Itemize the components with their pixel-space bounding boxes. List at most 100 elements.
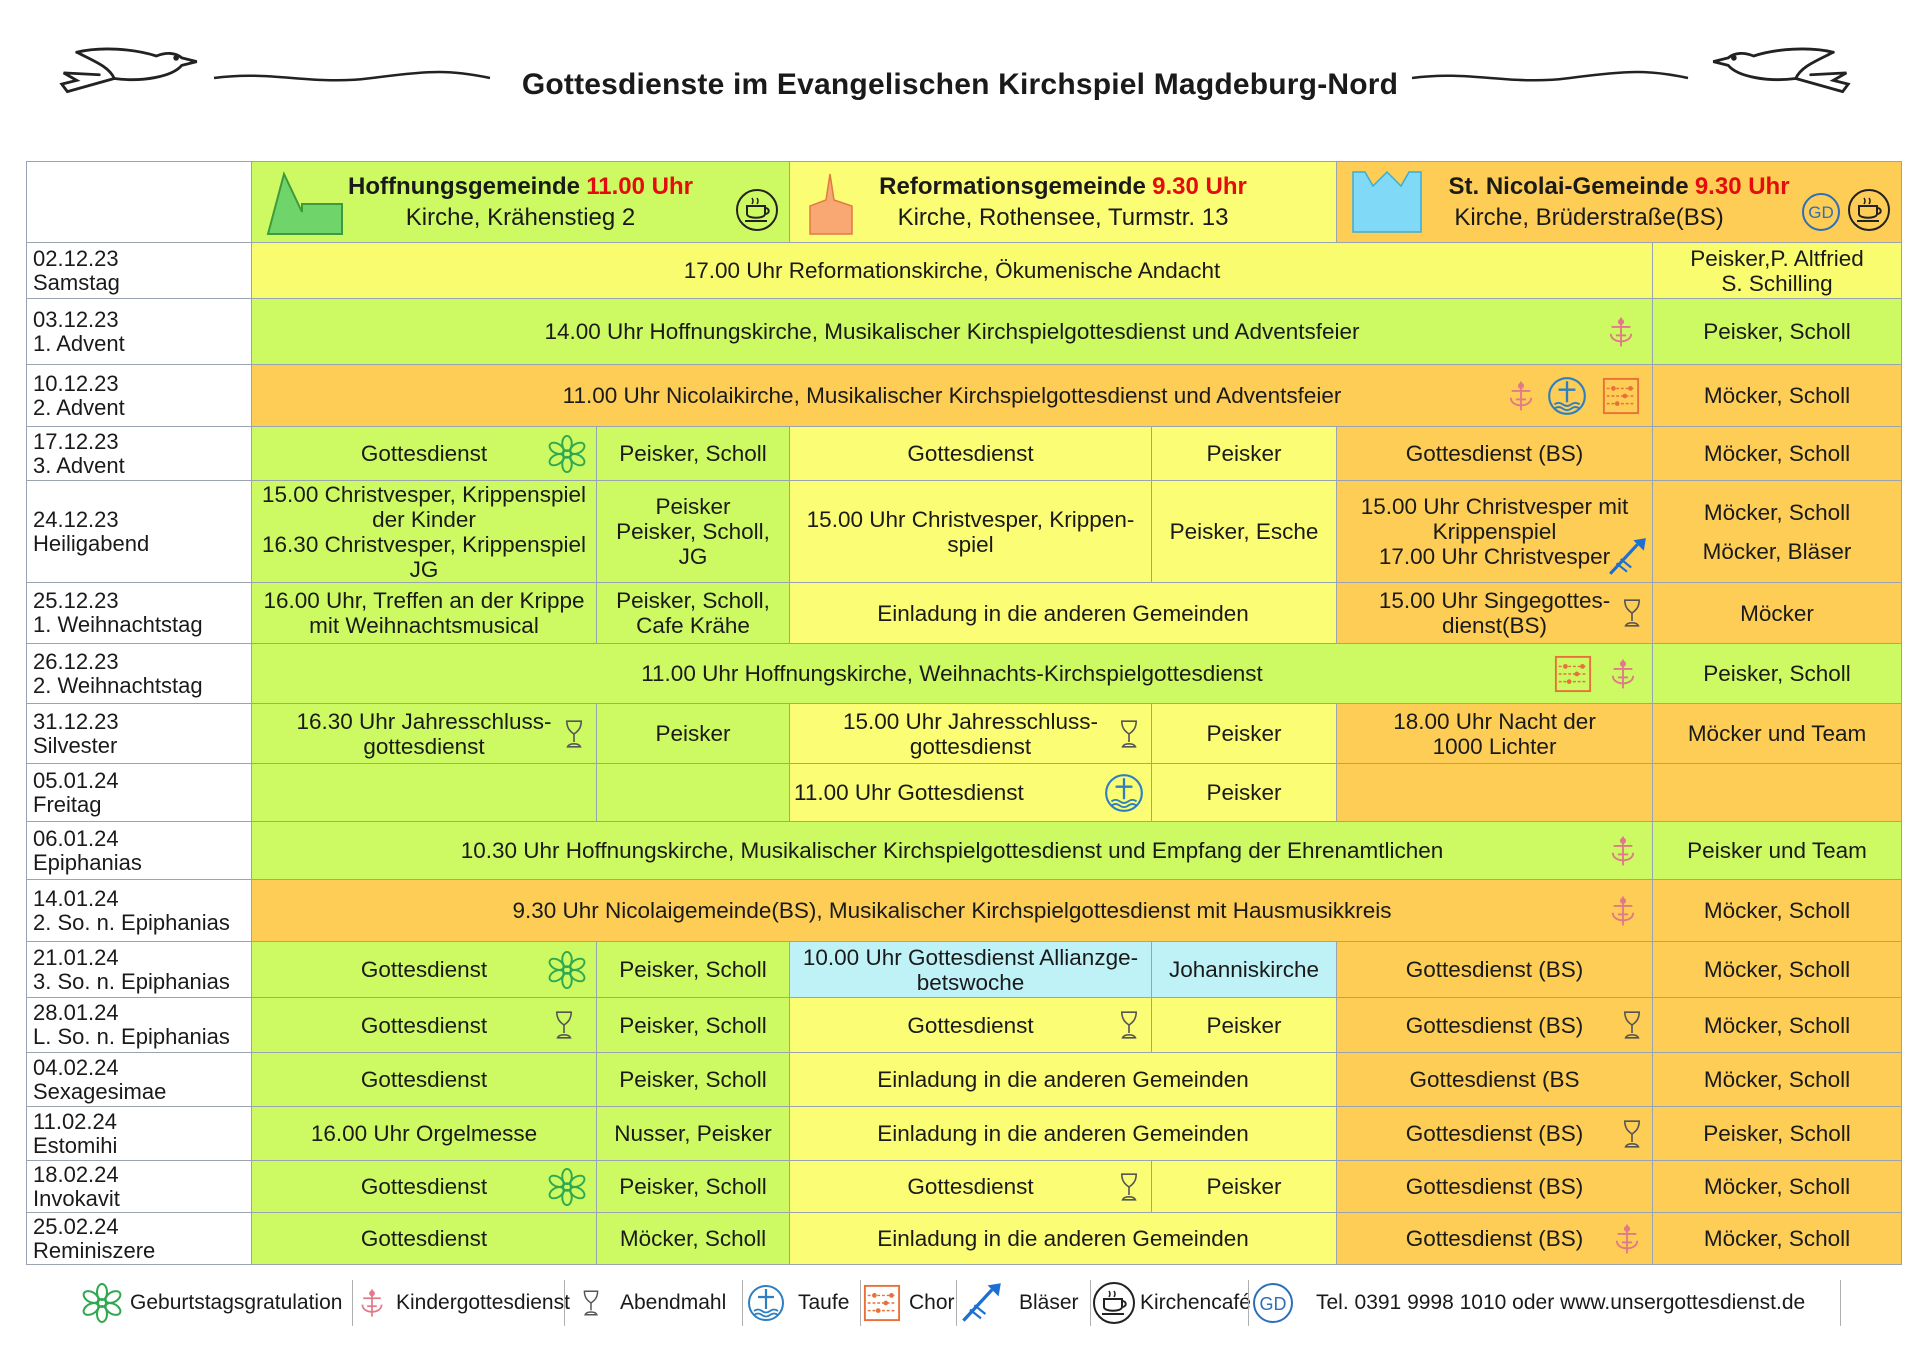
date: 18.02.24: [33, 1161, 119, 1187]
header-reformationsgemeinde: Reformationsgemeinde 9.30 Uhr Kirche, Ro…: [788, 161, 1338, 243]
gd-badge-label: GD: [1260, 1294, 1287, 1314]
legend-item-communion: Abendmahl: [580, 1278, 726, 1328]
preacher-cell: Peisker, Scholl: [596, 1052, 790, 1107]
date: 25.02.24: [33, 1213, 119, 1239]
preacher-cell: Möcker, Scholl: [596, 1212, 790, 1265]
legend-divider: [742, 1280, 743, 1326]
preacher-cell: Peisker: [1150, 703, 1338, 764]
service-cell: Gottesdienst: [251, 997, 597, 1053]
service-line: mit Weihnachtsmusical: [309, 613, 539, 638]
legend-item-brass: Bläser: [959, 1278, 1079, 1328]
service-cell: Einladung in die anderen Gemeinden: [788, 1052, 1338, 1107]
day-name: Epiphanias: [33, 849, 142, 875]
date: 21.01.24: [33, 944, 119, 970]
service-line: JG: [409, 556, 439, 582]
service-cell: 15.00 Uhr Jahresschluss- gottesdienst: [789, 703, 1152, 764]
service-cell: 11.00 Uhr Gottesdienst: [789, 763, 1152, 822]
service-cell: Gottesdienst (BS: [1336, 1052, 1654, 1107]
service-text: 11.00 Uhr Hoffnungskirche, Weihnachts-Ki…: [641, 661, 1263, 686]
choir-icon: [863, 1284, 901, 1322]
coffee-cup-icon: [1092, 1281, 1136, 1325]
page-title: Gottesdienste im Evangelischen Kirchspie…: [521, 68, 1399, 101]
service-cell: Gottesdienst: [251, 1212, 597, 1265]
preacher-line: Peisker: [655, 494, 731, 519]
service-cell: Gottesdienst (BS): [1336, 1212, 1654, 1265]
preacher-cell: Peisker, Scholl: [596, 941, 790, 998]
preacher-cell: Peisker: [1150, 426, 1338, 481]
service-cell: Gottesdienst: [789, 426, 1152, 481]
service-cell: Gottesdienst (BS): [1336, 1160, 1654, 1213]
service-text: Gottesdienst (BS): [1405, 1012, 1584, 1038]
service-time: 9.30 Uhr: [1152, 173, 1247, 200]
preacher-line: Peisker,P. Altfried: [1690, 245, 1864, 271]
legend-item-kids: Kindergottesdienst: [356, 1278, 570, 1328]
chalice-icon: [1117, 1170, 1141, 1204]
service-cell: Gottesdienst: [789, 1160, 1152, 1213]
preacher-cell: Peisker, Scholl: [1652, 643, 1903, 704]
contact-info: Tel. 0391 9998 1010 oder www.unsergottes…: [1316, 1291, 1806, 1314]
service-cell-empty: [1336, 763, 1654, 822]
service-line: 15.00 Uhr Christvesper mit: [1360, 494, 1629, 519]
date: 10.12.23: [33, 370, 119, 396]
preacher-line: Cafe Krähe: [636, 613, 750, 638]
day-name: 3. So. n. Epiphanias: [33, 968, 230, 994]
preacher-line: JG: [678, 544, 708, 569]
day-name: 1. Advent: [33, 330, 125, 356]
preacher-cell: Peisker Peisker, Scholl, JG: [596, 480, 790, 583]
preacher-cell-empty: [1652, 763, 1903, 822]
service-line: spiel: [947, 531, 994, 557]
legend-item-baptism: Taufe: [746, 1278, 849, 1328]
chalice-icon: [1117, 717, 1141, 751]
legend-divider: [564, 1280, 565, 1326]
service-text: Gottesdienst: [907, 1012, 1034, 1038]
kids-cross-icon: [1504, 376, 1538, 416]
date: 17.12.23: [33, 428, 119, 454]
preacher-line: S. Schilling: [1721, 270, 1833, 296]
service-line: dienst(BS): [1441, 613, 1548, 638]
legend-item-gd: GD Tel. 0391 9998 1010 oder www.unsergot…: [1252, 1278, 1805, 1328]
header-st-nicolai-gemeinde: St. Nicolai-Gemeinde 9.30 Uhr Kirche, Br…: [1336, 161, 1903, 243]
preacher-line: Möcker, Bläser: [1702, 538, 1852, 564]
church-icon: [1352, 170, 1422, 233]
service-line: betswoche: [916, 969, 1025, 995]
day-name: Invokavit: [33, 1185, 120, 1211]
day-name: Heiligabend: [33, 530, 150, 556]
church-icon: [266, 171, 343, 235]
service-line: 16.30 Uhr Jahresschluss-: [296, 708, 552, 734]
flower-icon: [548, 1168, 586, 1206]
preacher-cell: Peisker: [1150, 997, 1338, 1053]
preacher-cell-empty: [596, 763, 790, 822]
table-header-row: Hoffnungsgemeinde 11.00 Uhr Kirche, Kräh…: [26, 161, 1903, 243]
date: 02.12.23: [33, 245, 119, 271]
kids-cross-icon: [1610, 1219, 1644, 1259]
legend-divider: [1840, 1280, 1841, 1326]
date: 24.12.23: [33, 506, 119, 532]
service-text: 14.00 Uhr Hoffnungskirche, Musikalischer…: [544, 319, 1360, 344]
preacher-cell: Möcker und Team: [1652, 703, 1903, 764]
service-line: 16.00 Uhr, Treffen an der Krippe: [263, 588, 585, 613]
service-cell: 16.00 Uhr Orgelmesse: [251, 1106, 597, 1161]
legend-item-birthday: Geburtstagsgratulation: [82, 1278, 342, 1328]
choir-icon: [1554, 655, 1592, 693]
chalice-icon: [1117, 1008, 1141, 1042]
service-cell: Gottesdienst: [789, 997, 1152, 1053]
day-name: Reminiszere: [33, 1237, 156, 1263]
preacher-cell: Peisker, Scholl: [1652, 298, 1903, 365]
day-name: 3. Advent: [33, 452, 125, 478]
legend-label: Bläser: [1019, 1291, 1079, 1314]
chalice-icon: [562, 717, 586, 751]
preacher-cell: Peisker, Scholl: [596, 1160, 790, 1213]
